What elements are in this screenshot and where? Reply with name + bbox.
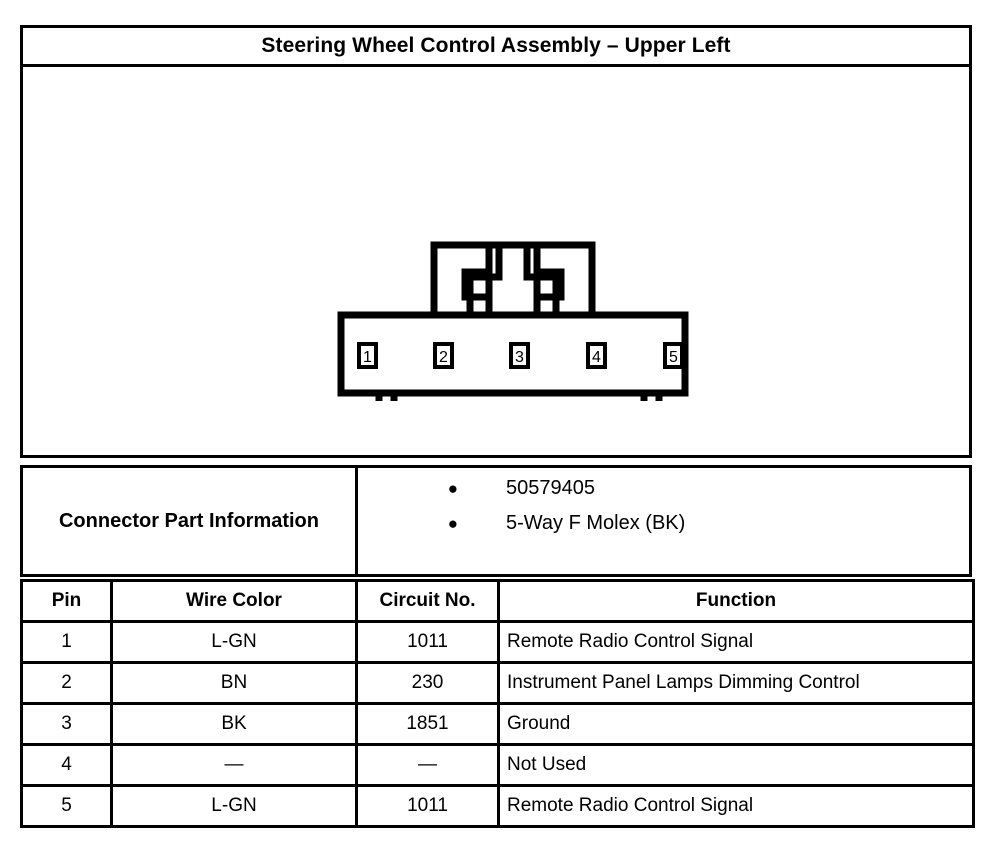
part-number: 50579405	[506, 477, 595, 499]
pin-box-2: 2	[433, 342, 454, 369]
connector-body	[337, 311, 689, 397]
connector-part-information-list: ● 50579405 ● 5-Way F Molex (BK)	[358, 468, 969, 574]
centre-keyway-stem	[485, 241, 541, 315]
connector-diagram-frame: 1 2 3 4 5	[20, 67, 972, 458]
cell-function: Instrument Panel Lamps Dimming Control	[497, 661, 975, 705]
page-title-bar: Steering Wheel Control Assembly – Upper …	[20, 25, 972, 67]
connector-part-information-block: Connector Part Information ● 50579405 ● …	[20, 465, 972, 577]
pin-box-label-3: 3	[515, 349, 524, 366]
cell-pin: 4	[20, 743, 113, 787]
pin-box-3: 3	[509, 342, 530, 369]
pin-box-label-4: 4	[592, 349, 601, 366]
pin-box-label-1: 1	[363, 349, 372, 366]
column-header-circuit-no: Circuit No.	[355, 579, 500, 623]
bullet-icon: ●	[447, 514, 458, 533]
table-row: 2 BN 230 Instrument Panel Lamps Dimming …	[20, 661, 975, 705]
pin-box-1: 1	[357, 342, 378, 369]
connector-illustration: 1 2 3 4 5	[337, 241, 689, 401]
cell-wire-color: L-GN	[110, 784, 358, 828]
list-item: ● 50579405	[358, 477, 969, 512]
centre-keyway-left-arm	[461, 268, 489, 301]
table-row: 3 BK 1851 Ground	[20, 702, 975, 746]
bullet-icon: ●	[447, 479, 458, 498]
cell-circuit-no: 1011	[355, 620, 500, 664]
cell-wire-color: L-GN	[110, 620, 358, 664]
connector-part-information-label: Connector Part Information	[23, 468, 358, 574]
page-title: Steering Wheel Control Assembly – Upper …	[261, 34, 731, 57]
column-header-function: Function	[497, 579, 975, 623]
cell-circuit-no: 1851	[355, 702, 500, 746]
table-header-row: Pin Wire Color Circuit No. Function	[20, 579, 975, 623]
right-latch-bracket	[523, 241, 596, 315]
cell-circuit-no: 230	[355, 661, 500, 705]
pin-box-5: 5	[663, 342, 684, 369]
cell-wire-color: BK	[110, 702, 358, 746]
pin-box-label-2: 2	[439, 349, 448, 366]
pin-box-4: 4	[586, 342, 607, 369]
centre-keyway-right-arm	[537, 268, 565, 301]
cell-pin: 5	[20, 784, 113, 828]
cell-function: Remote Radio Control Signal	[497, 620, 975, 664]
cell-pin: 3	[20, 702, 113, 746]
column-header-wire-color: Wire Color	[110, 579, 358, 623]
cell-wire-color: —	[110, 743, 358, 787]
cell-wire-color: BN	[110, 661, 358, 705]
table-row: 5 L-GN 1011 Remote Radio Control Signal	[20, 784, 975, 828]
pin-number-group: 1 2 3 4 5	[357, 342, 684, 369]
table-row: 4 — — Not Used	[20, 743, 975, 787]
cell-pin: 1	[20, 620, 113, 664]
column-header-pin: Pin	[20, 579, 113, 623]
cell-circuit-no: 1011	[355, 784, 500, 828]
pin-box-label-5: 5	[669, 349, 678, 366]
list-item: ● 5-Way F Molex (BK)	[358, 512, 969, 547]
cell-pin: 2	[20, 661, 113, 705]
pin-assignment-table: Pin Wire Color Circuit No. Function 1 L-…	[20, 579, 975, 828]
connector-part-information-text: Connector Part Information	[58, 509, 319, 532]
cell-function: Not Used	[497, 743, 975, 787]
cell-circuit-no: —	[355, 743, 500, 787]
left-latch-bracket	[430, 241, 503, 315]
cell-function: Remote Radio Control Signal	[497, 784, 975, 828]
table-row: 1 L-GN 1011 Remote Radio Control Signal	[20, 620, 975, 664]
part-description: 5-Way F Molex (BK)	[506, 512, 686, 534]
cell-function: Ground	[497, 702, 975, 746]
